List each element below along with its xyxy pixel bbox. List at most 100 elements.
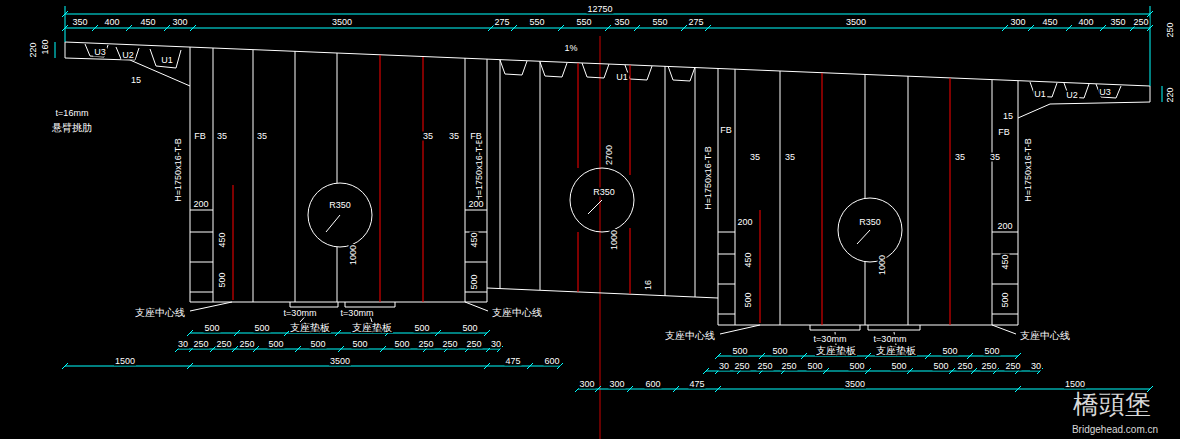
drawing-label: 500 (1001, 291, 1010, 308)
drawing-label: 450 (1041, 18, 1058, 27)
drawing-label: 3500 (844, 380, 866, 389)
drawing-label: 600 (543, 357, 560, 366)
drawing-label: 35 (256, 132, 268, 141)
drawing-label: 500 (731, 347, 748, 356)
drawing-label: 35 (448, 132, 460, 141)
drawing-label: 250 (1132, 18, 1149, 27)
drawing-label: 250 (780, 362, 797, 371)
drawing-label: 500 (393, 340, 410, 349)
drawing-label: 1500 (114, 357, 136, 366)
drawing-label: 500 (218, 271, 227, 288)
drawing-label: 250 (980, 362, 997, 371)
drawing-label: 12750 (586, 5, 613, 14)
drawing-label: t=16mm (55, 109, 90, 118)
drawing-label: 1500 (1064, 380, 1086, 389)
drawing-label: 300 (608, 380, 625, 389)
drawing-label: 500 (771, 347, 788, 356)
drawing-label: 35 (216, 132, 228, 141)
drawing-label: 35 (422, 132, 434, 141)
drawing-label: 200 (736, 218, 753, 227)
drawing-label: 500 (470, 273, 479, 290)
drawing-label: 支座中心线 (491, 308, 543, 318)
drawing-label: 支座垫板 (351, 323, 393, 333)
stiffener (213, 48, 465, 302)
drawing-label: 450 (470, 231, 479, 248)
drawing-label: 3500 (331, 18, 353, 27)
drawing-label: 550 (575, 18, 592, 27)
drawing-label: 250 (441, 340, 458, 349)
drawing-label: 550 (528, 18, 545, 27)
dimension-line (55, 6, 1162, 389)
dimension-tick (62, 11, 1153, 392)
drawing-label: 支座垫板 (875, 346, 917, 356)
drawing-label: H=1750x16-T-B (704, 145, 713, 210)
drawing-label: 250 (756, 362, 773, 371)
section-outline (65, 42, 1150, 325)
drawing-label: 250 (733, 362, 750, 371)
drawing-label: 500 (461, 324, 478, 333)
center-line (600, 36, 601, 439)
drawing-label: t=30mm (340, 309, 375, 318)
drawing-label: 500 (932, 362, 949, 371)
stiffener (500, 60, 695, 297)
drawing-label: 500 (983, 347, 1000, 356)
drawing-label: 250 (192, 340, 209, 349)
drawing-label: 35 (989, 153, 1001, 162)
drawing-label: H=1750x16-T-B (1024, 137, 1033, 202)
drawing-label: 400 (1077, 18, 1094, 27)
drawing-label: 200 (996, 222, 1013, 231)
drawing-label: 250 (238, 340, 255, 349)
drawing-label: 500 (253, 324, 270, 333)
drawing-label: 支座垫板 (289, 323, 331, 333)
drawing-label: 500 (941, 347, 958, 356)
drawing-label: U2 (1065, 91, 1079, 100)
stiffener (233, 55, 423, 302)
drawing-label: R350 (858, 218, 882, 227)
drawing-label: 15 (1002, 112, 1014, 121)
drawing-label: 250 (215, 340, 232, 349)
drawing-label: 300 (1009, 18, 1026, 27)
drawing-label: 16 (644, 279, 653, 291)
drawing-label: 1000 (878, 254, 887, 276)
drawing-label: FB (193, 132, 207, 141)
drawing-label: 500 (267, 340, 284, 349)
watermark: Bridgehead.com.cn (1071, 425, 1159, 435)
drawing-label: 275 (687, 18, 704, 27)
drawing-label: 3500 (845, 18, 867, 27)
drawing-label: 30 (718, 362, 730, 371)
stiffener (735, 69, 992, 325)
drawing-label: 450 (218, 231, 227, 248)
drawing-label: 160 (41, 38, 50, 55)
drawing-label: FB (469, 132, 483, 141)
drawing-label: 275 (493, 18, 510, 27)
drawing-label: 3500 (329, 357, 351, 366)
drawing-label: R350 (592, 188, 616, 197)
drawing-label: U1 (615, 73, 629, 82)
drawing-label: H=1750x16-T-B (174, 137, 183, 202)
drawing-label: 350 (613, 18, 630, 27)
drawing-label: H=1750x16-T-B (475, 137, 484, 202)
drawing-label: 500 (806, 362, 823, 371)
drawing-label: 悬臂挑肋 (51, 123, 93, 133)
drawing-label: 500 (309, 340, 326, 349)
drawing-label: 1% (563, 44, 578, 53)
drawing-label: 500 (890, 362, 907, 371)
drawing-label: 300 (171, 18, 188, 27)
drawing-label: 支座中心线 (1019, 331, 1071, 341)
drawing-label: 350 (1109, 18, 1126, 27)
radius-leader (326, 200, 870, 244)
drawing-label: 250 (956, 362, 973, 371)
drawing-label: 220 (1166, 86, 1175, 103)
drawing-label: 450 (744, 251, 753, 268)
drawing-label: 支座垫板 (815, 346, 857, 356)
drawing-label: 35 (749, 153, 761, 162)
drawing-label: 220 (29, 41, 38, 58)
drawing-label: 500 (351, 340, 368, 349)
stiffener (760, 73, 950, 325)
drawing-label: 30 (177, 340, 189, 349)
drawing-label: 500 (203, 324, 220, 333)
drawing-label: 300 (578, 380, 595, 389)
drawing-label: 250 (1166, 21, 1175, 38)
drawing-label: 30 (490, 340, 502, 349)
drawing-label: 500 (413, 324, 430, 333)
